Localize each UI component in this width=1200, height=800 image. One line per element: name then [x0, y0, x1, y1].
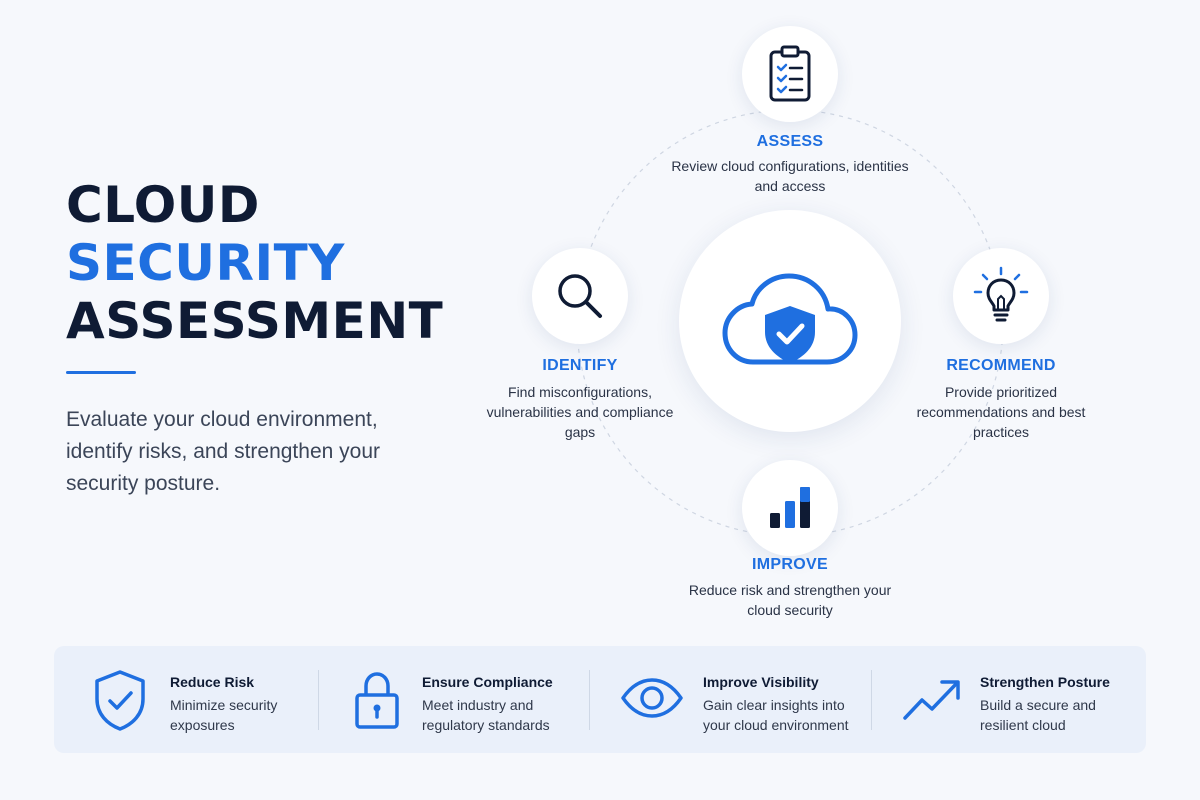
benefit-divider: [318, 670, 319, 730]
identify-title: IDENTIFY: [542, 357, 618, 374]
eye-icon: [621, 678, 683, 718]
recommend-description: Provide prioritized recommendations and …: [916, 384, 1086, 440]
clipboard-checklist-icon: [769, 45, 811, 102]
assess-title: ASSESS: [756, 133, 824, 150]
benefit-divider: [589, 670, 590, 730]
benefit-divider: [871, 670, 872, 730]
trend-up-icon: [903, 680, 960, 720]
benefit-improve-visibility: Improve Visibility Gain clear insights i…: [590, 646, 872, 753]
improve-description: Reduce risk and strengthen your cloud se…: [688, 582, 892, 618]
assess-description: Review cloud configurations, identities …: [671, 158, 909, 194]
improve-title: IMPROVE: [752, 556, 828, 573]
benefit-reduce-risk: Reduce Risk Minimize security exposures: [54, 646, 319, 753]
lightbulb-icon: [973, 266, 1029, 322]
cloud-shield-check-icon: [722, 273, 858, 365]
benefit-strengthen-posture: Strengthen Posture Build a secure and re…: [872, 646, 1146, 753]
benefit-title: Improve Visibility: [703, 674, 819, 690]
improve-node: [742, 460, 838, 556]
benefit-text: Build a secure and resilient cloud: [980, 697, 1096, 733]
benefit-title: Reduce Risk: [170, 674, 255, 690]
recommend-node: [953, 248, 1049, 344]
center-circle: [679, 210, 901, 432]
identify-node: [532, 248, 628, 344]
assess-node: [742, 26, 838, 122]
bar-chart-icon: [770, 487, 810, 528]
hero: CLOUD SECURITY ASSESSMENT Evaluate your …: [66, 176, 496, 500]
shield-check-icon: [95, 670, 145, 731]
lock-icon: [355, 672, 399, 729]
identify-description: Find misconfigurations, vulnerabilities …: [486, 384, 674, 440]
benefit-title: Strengthen Posture: [980, 674, 1110, 690]
hero-title-line-3: ASSESSMENT: [66, 292, 444, 350]
benefit-text: Gain clear insights into your cloud envi…: [703, 697, 849, 733]
hero-divider: [66, 371, 136, 374]
benefit-text: Meet industry and regulatory standards: [422, 697, 550, 733]
benefit-ensure-compliance: Ensure Compliance Meet industry and regu…: [319, 646, 589, 753]
hero-title-line-2: SECURITY: [66, 234, 345, 292]
benefit-text: Minimize security exposures: [170, 697, 278, 733]
hero-title-line-1: CLOUD: [66, 176, 260, 234]
recommend-title: RECOMMEND: [946, 357, 1056, 374]
benefits-panel: Reduce Risk Minimize security exposures …: [54, 646, 1146, 753]
benefit-title: Ensure Compliance: [422, 674, 553, 690]
search-icon: [558, 274, 602, 318]
hero-description: Evaluate your cloud environment, identif…: [66, 408, 380, 495]
